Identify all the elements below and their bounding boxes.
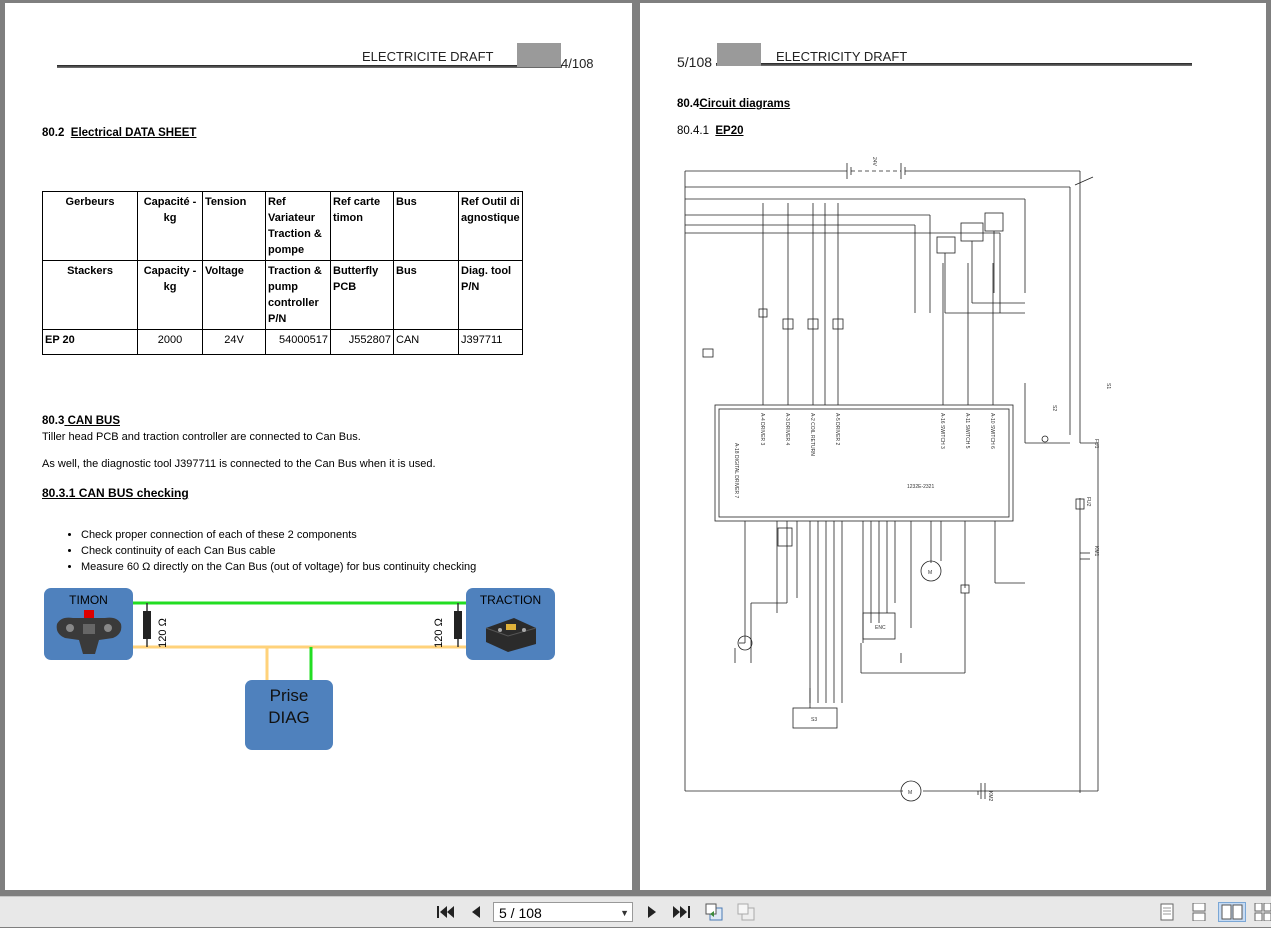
traction-label: TRACTION <box>479 593 542 607</box>
page-number: 4/108 <box>561 56 594 71</box>
header-tab <box>717 43 761 66</box>
component-label: S3 <box>811 717 817 723</box>
chevron-down-icon[interactable]: ▼ <box>620 908 629 918</box>
section-80-4-1-heading: 80.4.1 EP20 <box>677 125 744 137</box>
header-title: ELECTRICITE DRAFT <box>362 49 494 64</box>
resistor-left <box>143 611 151 639</box>
go-back-view-icon[interactable] <box>704 903 723 921</box>
list-item: Check continuity of each Can Bus cable <box>81 545 476 558</box>
component-label: KM2 <box>987 791 993 802</box>
diag-socket-box: Prise DIAG <box>245 680 333 750</box>
resistor-left-label-wrap: 120 Ω <box>156 615 178 655</box>
component-label: S1 <box>1105 383 1111 389</box>
list-item: Check proper connection of each of these… <box>81 529 476 542</box>
section-80-3-heading: 80.3 CAN BUS <box>42 415 120 427</box>
continuous-view-icon[interactable] <box>1190 902 1208 922</box>
data-sheet-table: Gerbeurs Capacité - kg Tension Ref Varia… <box>42 191 523 355</box>
header-rule <box>57 65 562 68</box>
checklist: Check proper connection of each of these… <box>63 529 476 577</box>
pin-label: A-10 SWITCH 6 <box>989 413 995 449</box>
two-page-continuous-view-icon[interactable] <box>1254 902 1271 922</box>
single-page-view-icon[interactable] <box>1158 903 1176 921</box>
traction-box: TRACTION <box>466 588 555 660</box>
motor-label: M <box>908 790 912 796</box>
header-tab <box>517 43 561 67</box>
pin-label: A-16 SWITCH 3 <box>939 413 945 449</box>
timon-label: TIMON <box>69 593 108 607</box>
section-80-3-1-heading: 80.3.1 CAN BUS checking <box>42 486 189 500</box>
resistor-right-label-wrap: 120 Ω <box>432 615 454 655</box>
component-label: FU1 <box>1093 439 1099 449</box>
two-page-view-icon[interactable] <box>1218 902 1246 922</box>
pin-label: A-2 COIL RETURN <box>809 413 815 456</box>
viewer-toolbar: 5 / 108 ▼ <box>0 896 1271 927</box>
resistor-right <box>454 611 462 639</box>
section-80-4-heading: 80.4Circuit diagrams <box>677 98 791 110</box>
ep20-circuit-diagram: 24V 1232E-2321 M M A-18 DIGITAL DRIVER 7… <box>684 157 1111 802</box>
component-label: FU2 <box>1085 497 1091 507</box>
table-header-row-fr: Gerbeurs Capacité - kg Tension Ref Varia… <box>42 191 523 261</box>
component-label: S2 <box>1051 405 1057 411</box>
header-title: ELECTRICITY DRAFT <box>776 49 908 64</box>
timon-box: TIMON <box>44 588 133 660</box>
pin-label: A-3 DRIVER 4 <box>784 413 790 445</box>
component-label: ENC <box>875 625 886 631</box>
resistor-right-label: 120 Ω <box>432 618 445 648</box>
page-number-select[interactable]: 5 / 108 ▼ <box>493 902 633 922</box>
pin-label: A-5 DRIVER 2 <box>834 413 840 445</box>
section-80-2-heading: 80.2 Electrical DATA SHEET <box>42 127 197 139</box>
previous-page-icon[interactable] <box>465 902 487 922</box>
diag-socket-label-line1: Prise <box>269 686 309 705</box>
can-bus-diagram <box>133 601 467 683</box>
supply-label: 24V <box>871 157 877 167</box>
pin-label: A-11 SWITCH 5 <box>964 413 970 449</box>
pin-label: A-18 DIGITAL DRIVER 7 <box>733 443 739 499</box>
controller-label: 1232E-2321 <box>907 484 934 490</box>
traction-controller-icon <box>485 618 537 652</box>
component-label: KM1 <box>1093 546 1099 557</box>
header-rule <box>716 63 1192 66</box>
pin-label: A-4 DRIVER 3 <box>759 413 765 445</box>
first-page-icon[interactable] <box>434 902 456 922</box>
table-row: EP 20 2000 24V 54000517 J552807 CAN J397… <box>42 329 523 355</box>
next-page-icon[interactable] <box>641 902 663 922</box>
table-header-row-en: Stackers Capacity - kg Voltage Traction … <box>42 260 523 330</box>
list-item: Measure 60 Ω directly on the Can Bus (ou… <box>81 561 476 574</box>
page-number-value: 5 / 108 <box>499 905 542 921</box>
resistor-left-label: 120 Ω <box>156 618 169 648</box>
diag-socket-label-line2: DIAG <box>268 708 310 727</box>
can-bus-paragraph-2: As well, the diagnostic tool J397711 is … <box>42 458 436 470</box>
last-page-icon[interactable] <box>671 902 693 922</box>
go-forward-view-icon[interactable] <box>736 903 755 921</box>
right-page: 5/108 ELECTRICITY DRAFT 80.4Circuit diag… <box>640 3 1266 890</box>
can-bus-paragraph-1: Tiller head PCB and traction controller … <box>42 431 361 443</box>
motor-label: M <box>928 570 932 576</box>
page-number: 5/108 <box>677 54 713 70</box>
tiller-head-icon <box>56 610 122 654</box>
left-page: ELECTRICITE DRAFT 4/108 80.2 Electrical … <box>5 3 632 890</box>
